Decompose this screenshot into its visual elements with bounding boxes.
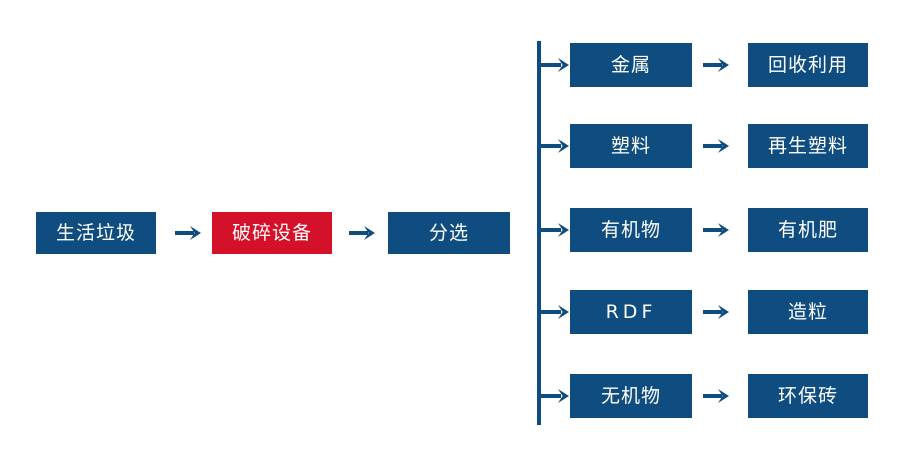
arrow-head (558, 139, 569, 153)
arrow-shaft (703, 63, 722, 67)
node-domestic-waste[interactable]: 生活垃圾 (36, 212, 156, 254)
node-product-organic-fertilizer[interactable]: 有机肥 (748, 208, 868, 252)
node-label: 破碎设备 (231, 221, 312, 244)
node-label: 生活垃圾 (55, 221, 136, 244)
node-fraction-organic[interactable]: 有机物 (570, 208, 692, 252)
arrow-right-icon-waste-to-crusher (175, 222, 201, 244)
node-label: 塑料 (610, 134, 651, 157)
node-product-eco-brick[interactable]: 环保砖 (748, 374, 868, 418)
arrow-right-icon-crusher-to-sorting (349, 222, 375, 244)
node-label: 分选 (428, 221, 469, 244)
node-label: 回收利用 (767, 53, 848, 76)
arrow-shaft (175, 231, 194, 235)
arrow-head (718, 223, 729, 237)
arrow-head (190, 226, 201, 240)
node-fraction-metal[interactable]: 金属 (570, 43, 692, 87)
node-fraction-inorganic[interactable]: 无机物 (570, 374, 692, 418)
node-label: 有机肥 (777, 218, 838, 241)
arrow-head (558, 389, 569, 403)
node-label: RDF (605, 300, 657, 323)
arrow-head (718, 139, 729, 153)
node-label: 再生塑料 (767, 134, 848, 157)
arrow-head (718, 58, 729, 72)
node-label: 环保砖 (777, 384, 838, 407)
branch-arrow-icon-2 (539, 135, 569, 157)
node-product-recycled-plastic[interactable]: 再生塑料 (748, 124, 868, 168)
node-label: 无机物 (600, 384, 661, 407)
arrow-head (558, 58, 569, 72)
arrow-right-icon-branch-4 (703, 301, 729, 323)
arrow-shaft (703, 310, 722, 314)
arrow-right-icon-branch-2 (703, 135, 729, 157)
arrow-right-icon-branch-1 (703, 54, 729, 76)
arrow-shaft (539, 63, 561, 67)
node-crushing-equipment[interactable]: 破碎设备 (212, 212, 332, 254)
node-product-recycling[interactable]: 回收利用 (748, 43, 868, 87)
arrow-shaft (703, 394, 722, 398)
arrow-head (718, 389, 729, 403)
node-label: 金属 (610, 53, 651, 76)
arrow-head (718, 305, 729, 319)
branch-arrow-icon-4 (539, 301, 569, 323)
arrow-shaft (703, 228, 722, 232)
branch-arrow-icon-3 (539, 219, 569, 241)
node-fraction-plastic[interactable]: 塑料 (570, 124, 692, 168)
node-label: 造粒 (787, 300, 828, 323)
arrow-shaft (539, 144, 561, 148)
node-label: 有机物 (600, 218, 661, 241)
node-product-pelletizing[interactable]: 造粒 (748, 290, 868, 334)
arrow-head (364, 226, 375, 240)
arrow-shaft (349, 231, 368, 235)
arrow-shaft (703, 144, 722, 148)
arrow-head (558, 305, 569, 319)
branch-arrow-icon-1 (539, 54, 569, 76)
arrow-shaft (539, 228, 561, 232)
node-sorting[interactable]: 分选 (388, 212, 510, 254)
arrow-shaft (539, 310, 561, 314)
arrow-right-icon-branch-3 (703, 219, 729, 241)
arrow-right-icon-branch-5 (703, 385, 729, 407)
arrow-head (558, 223, 569, 237)
node-fraction-rdf[interactable]: RDF (570, 290, 692, 334)
arrow-shaft (539, 394, 561, 398)
branch-trunk-line (537, 41, 541, 425)
branch-arrow-icon-5 (539, 385, 569, 407)
